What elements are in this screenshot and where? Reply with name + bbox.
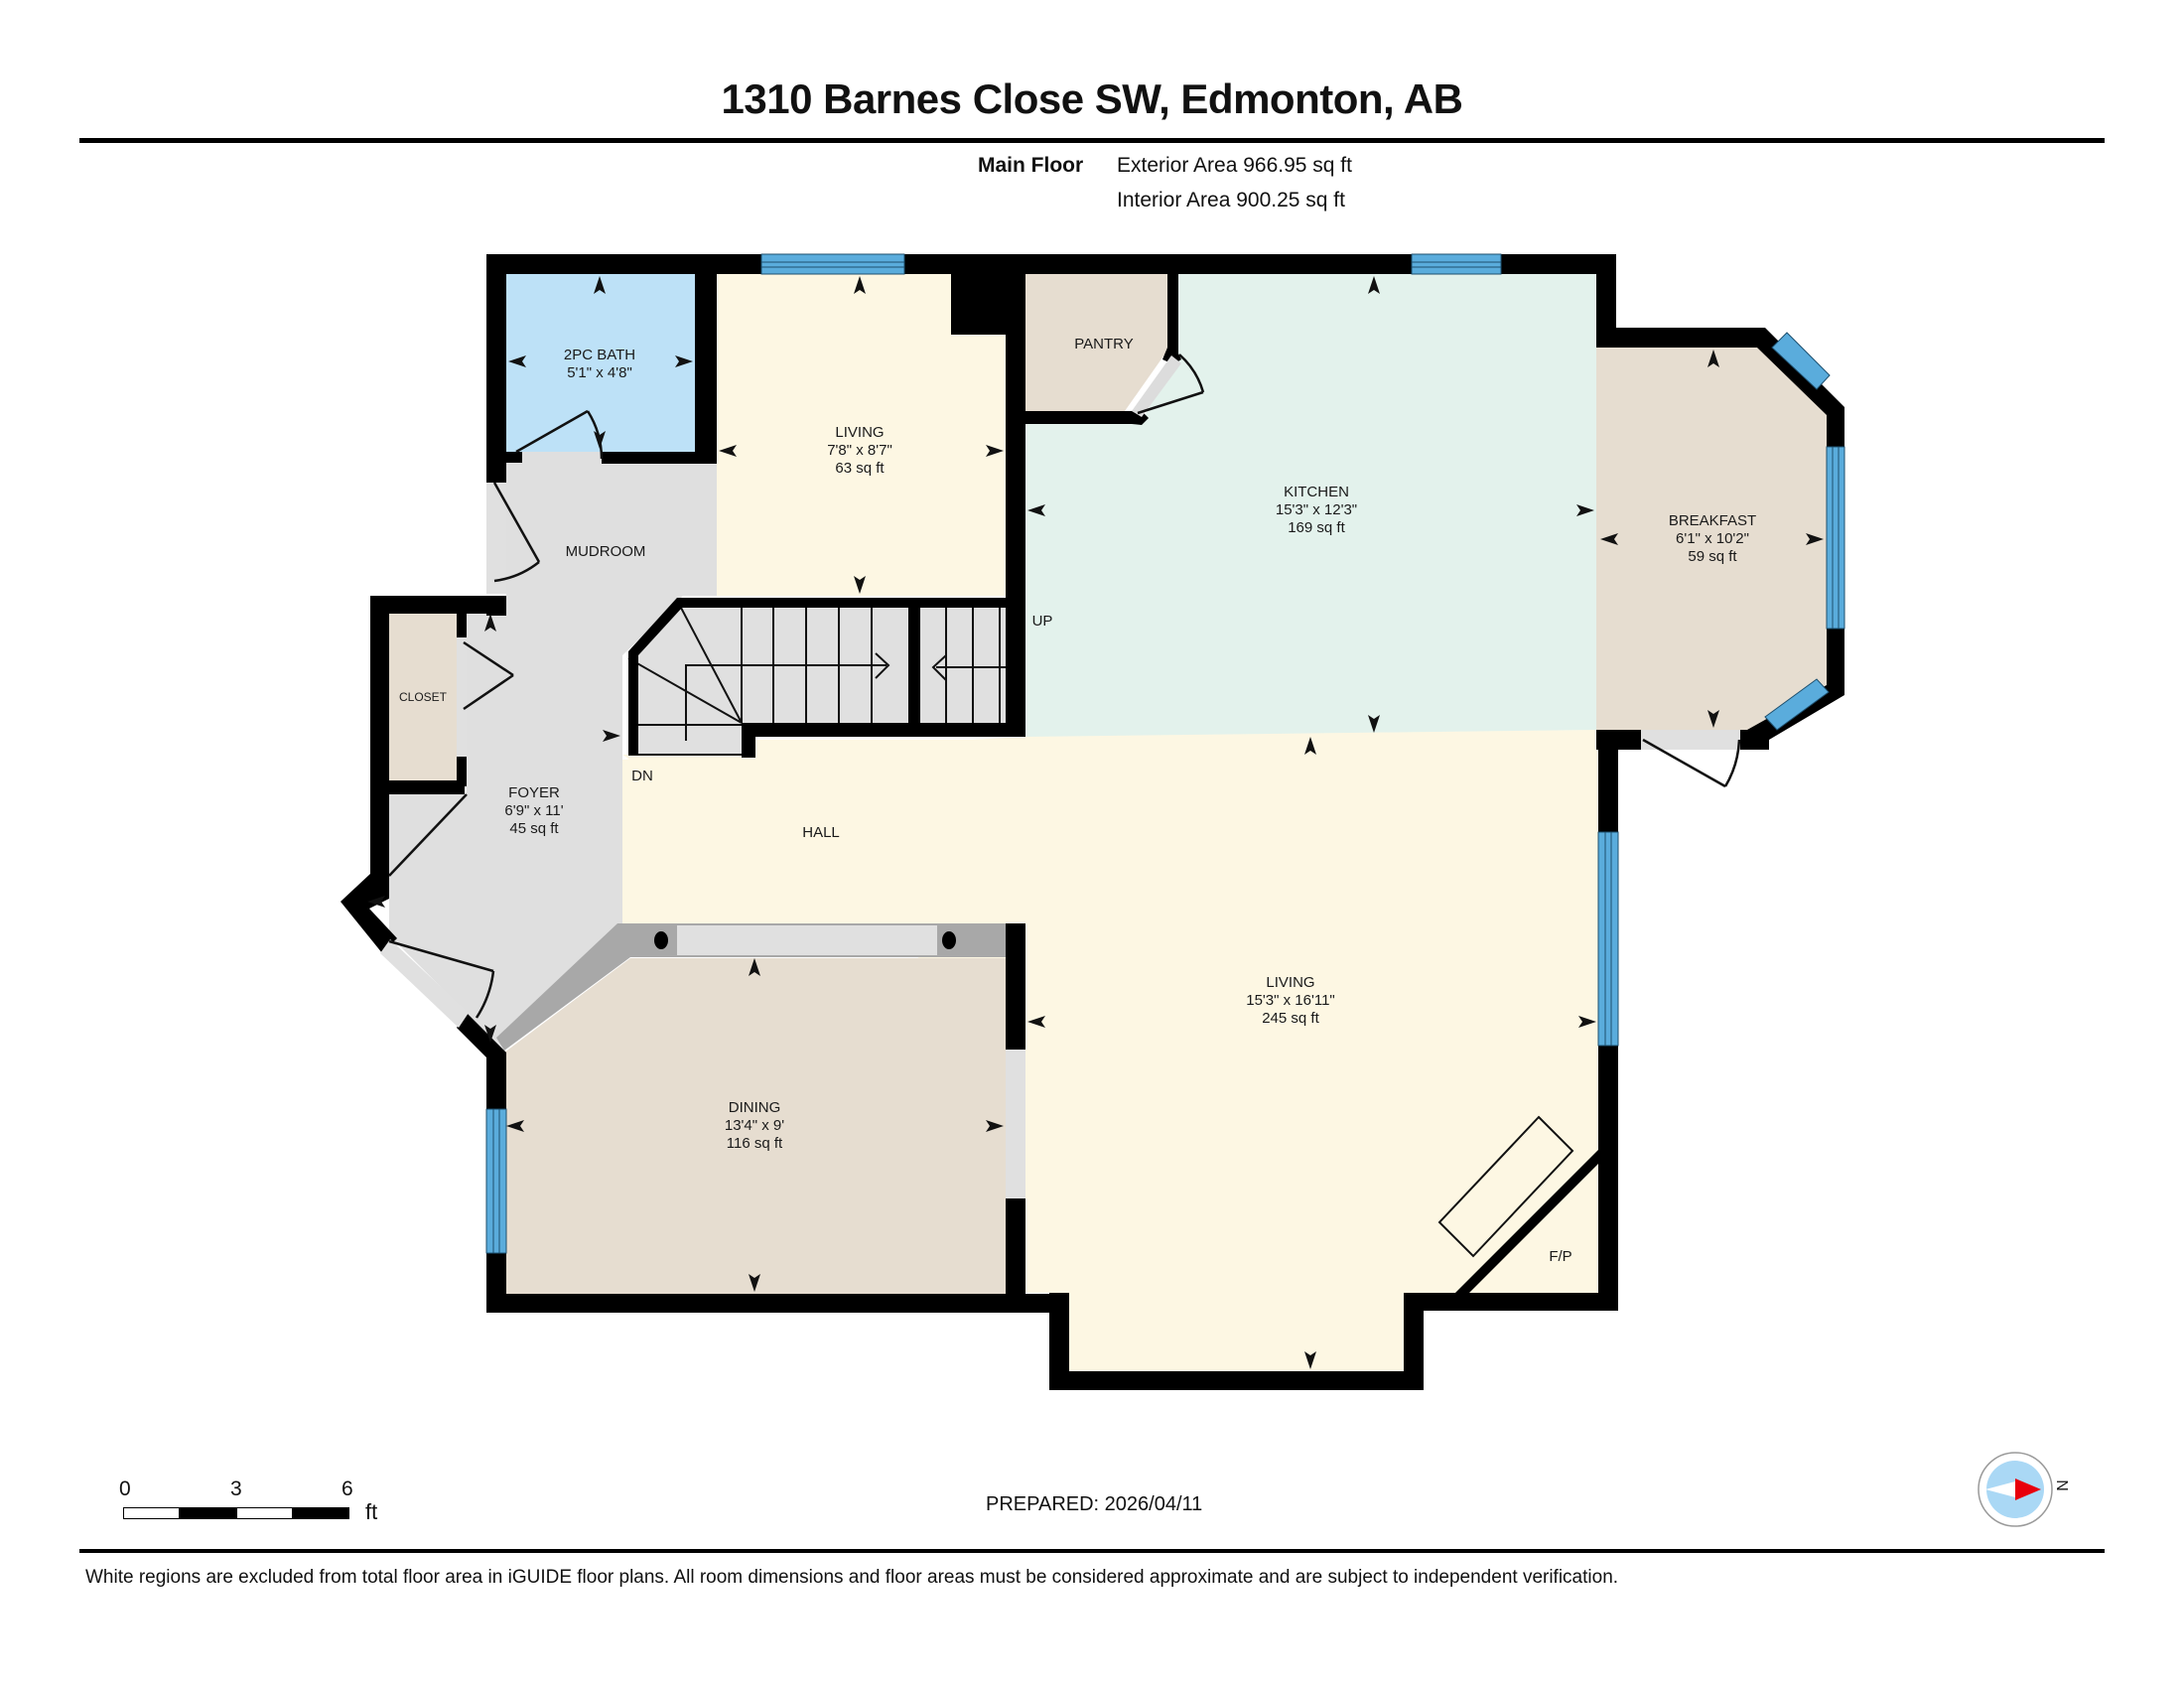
breakfast-name: BREAKFAST: [1669, 512, 1756, 529]
dining-area: 116 sq ft: [727, 1135, 783, 1152]
window-breakfast-east: [1826, 446, 1845, 630]
header-divider: [79, 138, 2105, 143]
disclaimer: White regions are excluded from total fl…: [85, 1567, 1619, 1588]
breakfast-area: 59 sq ft: [1688, 548, 1737, 565]
scale-tick-3: 3: [230, 1477, 242, 1500]
scale-segment: [292, 1507, 349, 1519]
pantry-name: PANTRY: [1074, 336, 1133, 352]
living-small-area: 63 sq ft: [835, 460, 885, 477]
closet-floor: [389, 614, 457, 780]
kitchen-floor: [1025, 274, 1596, 737]
compass-icon: [1978, 1452, 2053, 1527]
stairs-floor: [638, 606, 1025, 755]
window-dining-west: [485, 1108, 507, 1254]
bath-floor: [506, 274, 695, 452]
column-post-right: [942, 931, 956, 949]
scale-segment: [236, 1507, 294, 1519]
breakfast-floor: [1596, 348, 1827, 730]
door-closet: [457, 637, 514, 757]
door-breakfast-patio: [1641, 730, 1741, 788]
living-small-floor: [717, 274, 1006, 596]
bath-name: 2PC BATH: [564, 347, 635, 363]
window-living-east: [1597, 831, 1619, 1047]
dining-name: DINING: [729, 1099, 781, 1116]
room-fills: [389, 274, 1827, 1371]
mudroom-name: MUDROOM: [566, 543, 646, 560]
window-breakfast-se: [1764, 678, 1830, 731]
stair-direction-arrow-down: [685, 664, 887, 741]
pantry-floor: [1025, 274, 1167, 411]
living-small-dims: 7'8" x 8'7": [827, 442, 892, 459]
scale-tick-0: 0: [119, 1477, 131, 1500]
exterior-area: Exterior Area 966.95 sq ft: [1117, 154, 1352, 177]
living-main-dims: 15'3" x 16'11": [1246, 992, 1335, 1009]
column-post-left: [654, 931, 668, 949]
window-living-small: [760, 253, 905, 275]
foyer-name: FOYER: [508, 784, 560, 801]
window-breakfast-ne: [1771, 332, 1831, 390]
bath-dims: 5'1" x 4'8": [567, 364, 632, 381]
door-front: [380, 939, 495, 1028]
fireplace-hearth-outline: [1437, 1115, 1574, 1258]
floor-name: Main Floor: [978, 154, 1084, 177]
foyer-area: 45 sq ft: [509, 820, 559, 837]
dimension-markers: [367, 276, 1824, 1369]
fireplace-label: F/P: [1549, 1248, 1571, 1265]
door-mudroom: [486, 482, 541, 594]
page-title: 1310 Barnes Close SW, Edmonton, AB: [721, 75, 1463, 122]
window-kitchen: [1411, 253, 1502, 275]
scale-tick-6: 6: [341, 1477, 353, 1500]
dining-dims: 13'4" x 9': [725, 1117, 784, 1134]
dining-ledge-opening: [677, 925, 937, 955]
footer-divider: [79, 1549, 2105, 1553]
stairs-down-label: DN: [631, 768, 653, 784]
doors: [380, 353, 1741, 1028]
living-small-name: LIVING: [835, 424, 884, 441]
room-labels: 2PC BATH 5'1" x 4'8" LIVING 7'8" x 8'7" …: [399, 336, 1756, 1265]
scale-segment: [123, 1507, 181, 1519]
fixtures: [654, 931, 1574, 1258]
breakfast-dims: 6'1" x 10'2": [1676, 530, 1749, 547]
hall-floor: [622, 730, 1598, 1371]
stair-treads: [627, 607, 1013, 756]
kitchen-area: 169 sq ft: [1288, 519, 1345, 536]
stairs-up-label: UP: [1032, 613, 1053, 630]
kitchen-dims: 15'3" x 12'3": [1276, 501, 1357, 518]
kitchen-name: KITCHEN: [1284, 484, 1349, 500]
living-main-name: LIVING: [1266, 974, 1314, 991]
scale-segment: [179, 1507, 236, 1519]
foyer-dims: 6'9" x 11': [504, 802, 563, 819]
mudroom-foyer-floor: [389, 452, 717, 1050]
interior-area: Interior Area 900.25 sq ft: [1117, 189, 1345, 211]
door-foyer-closet-swing: [388, 793, 468, 877]
compass-north-label: N: [2052, 1479, 2070, 1491]
door-pantry: [1132, 353, 1205, 417]
dining-floor: [504, 958, 1006, 1294]
closet-name: CLOSET: [399, 690, 448, 704]
windows: [485, 253, 1845, 1254]
prepared-date: PREPARED: 2026/04/11: [986, 1493, 1203, 1515]
living-main-area: 245 sq ft: [1262, 1010, 1319, 1027]
hall-name: HALL: [802, 824, 840, 841]
dining-living-opening: [1006, 1050, 1025, 1198]
scale-unit: ft: [365, 1499, 378, 1524]
